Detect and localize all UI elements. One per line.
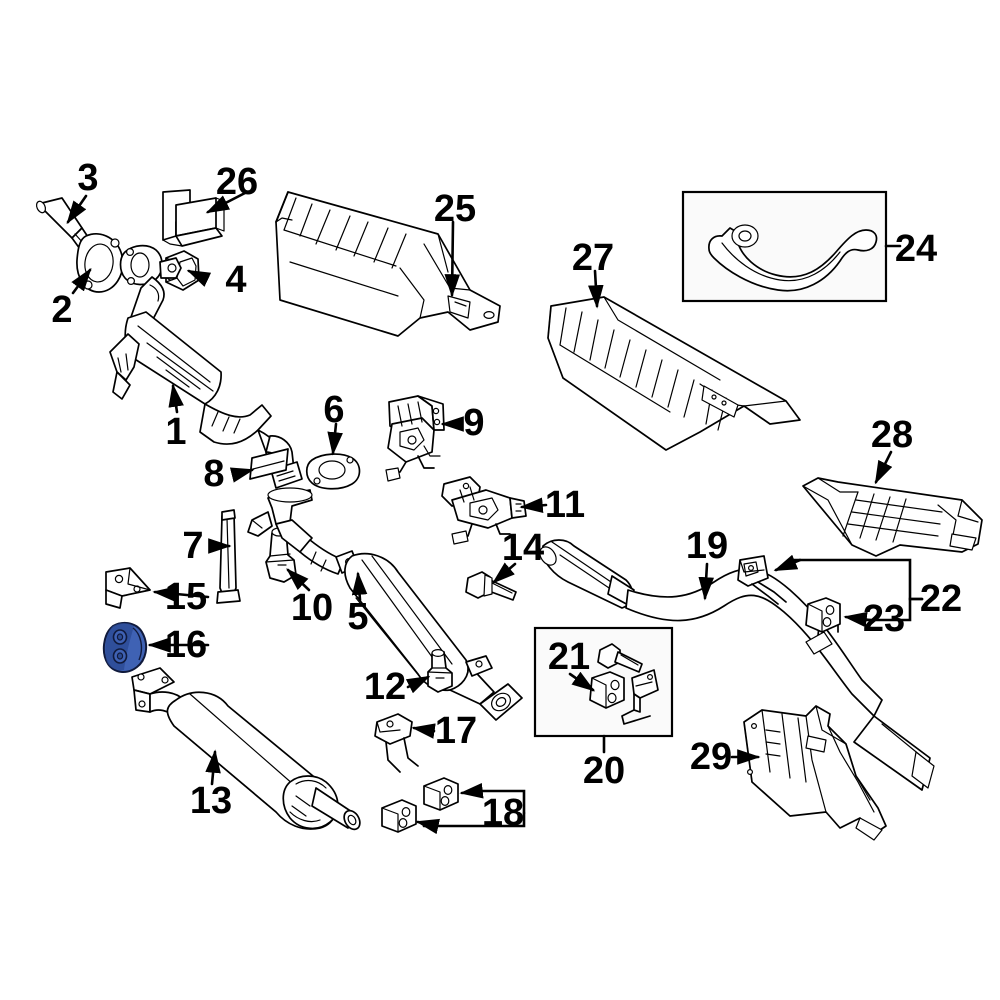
part-22-hanger-bracket-assembly bbox=[737, 555, 787, 605]
callout-23[interactable]: 23 bbox=[862, 598, 906, 640]
callout-14[interactable]: 14 bbox=[501, 527, 545, 569]
part-17-exhaust-hanger-rod bbox=[374, 713, 419, 773]
callout-2[interactable]: 2 bbox=[51, 289, 73, 331]
callout-6[interactable]: 6 bbox=[323, 389, 345, 431]
part-20-inset bbox=[533, 626, 674, 754]
part-12-flange-bolt bbox=[427, 648, 453, 693]
part-23-isolator-block bbox=[805, 597, 841, 633]
callout-11[interactable]: 11 bbox=[544, 484, 586, 526]
callout-26[interactable]: 26 bbox=[215, 161, 259, 203]
part-24-inset bbox=[681, 190, 902, 303]
part-25-converter-heat-shield bbox=[275, 191, 501, 337]
part-27-center-heat-shield bbox=[547, 296, 801, 451]
part-6-pipe-gasket bbox=[305, 453, 361, 490]
callout-29[interactable]: 29 bbox=[689, 736, 733, 778]
callout-24[interactable]: 24 bbox=[894, 228, 938, 270]
callout-21[interactable]: 21 bbox=[547, 636, 591, 678]
callout-9[interactable]: 9 bbox=[463, 402, 485, 444]
callout-10[interactable]: 10 bbox=[290, 587, 334, 629]
callout-27[interactable]: 27 bbox=[571, 237, 615, 279]
callout-3[interactable]: 3 bbox=[77, 157, 99, 199]
part-9-exhaust-bracket-upper bbox=[385, 395, 445, 482]
callout-20[interactable]: 20 bbox=[582, 750, 626, 792]
callout-22[interactable]: 22 bbox=[919, 578, 963, 620]
part-14-hex-flange-bolt bbox=[465, 571, 517, 601]
part-16-exhaust-hanger-insulator-highlighted bbox=[102, 621, 148, 673]
part-28-rear-heat-shield bbox=[802, 477, 983, 557]
part-11-exhaust-bracket-lower bbox=[441, 476, 527, 545]
callout-5[interactable]: 5 bbox=[347, 596, 369, 638]
part-1-catalytic-converter bbox=[109, 244, 303, 489]
callout-25[interactable]: 25 bbox=[433, 188, 477, 230]
callout-8[interactable]: 8 bbox=[203, 453, 225, 495]
part-29-tail-pipe-heat-shield bbox=[743, 705, 887, 841]
part-19-tail-pipe-assembly bbox=[539, 539, 935, 791]
callout-19[interactable]: 19 bbox=[685, 525, 729, 567]
part-13-muffler-assembly bbox=[131, 667, 361, 831]
callout-13[interactable]: 13 bbox=[189, 780, 233, 822]
callout-7[interactable]: 7 bbox=[182, 525, 204, 567]
callout-28[interactable]: 28 bbox=[870, 414, 914, 456]
callout-4[interactable]: 4 bbox=[225, 259, 247, 301]
leader-lines bbox=[66, 191, 924, 835]
part-18-isolator-bushings bbox=[381, 777, 459, 833]
callout-12[interactable]: 12 bbox=[363, 666, 407, 708]
callout-1[interactable]: 1 bbox=[165, 411, 187, 453]
callout-15[interactable]: 15 bbox=[164, 576, 208, 618]
callout-17[interactable]: 17 bbox=[434, 710, 478, 752]
part-15-hanger-bracket bbox=[105, 567, 151, 609]
callout-18[interactable]: 18 bbox=[481, 792, 525, 834]
callout-16[interactable]: 16 bbox=[164, 624, 208, 666]
